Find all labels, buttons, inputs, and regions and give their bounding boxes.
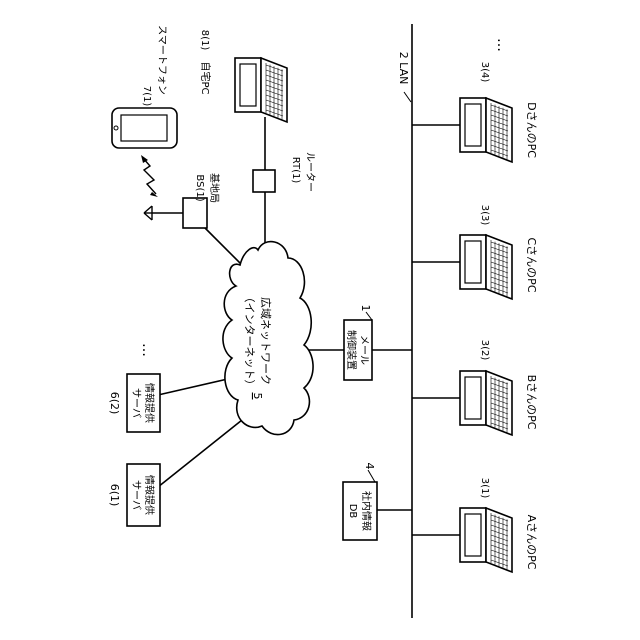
- pc-b-name: BさんのPC: [525, 375, 538, 430]
- pc-a-ref: 3(1): [479, 478, 490, 499]
- home-pc-label: 自宅PC: [199, 61, 212, 94]
- base-station: BS(1) 基地局: [144, 173, 221, 228]
- pc-ellipsis: …: [494, 38, 510, 52]
- lan-label: 2 LAN: [397, 52, 410, 85]
- pc-d-ref: 3(4): [479, 62, 490, 83]
- internal-db-line2: DB: [347, 504, 358, 519]
- pc-d-laptop-icon: [460, 98, 512, 162]
- home-pc-laptop-icon: [235, 58, 287, 122]
- info-server-1: 情報提供 サーバ 6(1): [108, 464, 160, 526]
- pc-b-ref: 3(2): [479, 340, 490, 361]
- mail-controller: メール 制御装置 1: [344, 305, 372, 381]
- router-ref: RT(1): [290, 157, 301, 184]
- network-label-line2: （インターネット）: [243, 292, 256, 391]
- smartphone-label: スマートフォン: [156, 25, 167, 95]
- info-server-1-line1: 情報提供: [143, 475, 156, 515]
- pc-d-name: DさんのPC: [525, 102, 538, 158]
- internal-db-ref: 4: [363, 463, 376, 470]
- pc-a-name: AさんのPC: [525, 515, 538, 570]
- pc-c-ref: 3(3): [479, 205, 490, 226]
- network-server1-link: [158, 420, 242, 487]
- mail-controller-line2: 制御装置: [345, 330, 358, 370]
- pc-c-laptop-icon: [460, 235, 512, 299]
- network-server2-link: [158, 378, 232, 395]
- wireless-link-icon: [143, 158, 156, 194]
- info-server-2-line2: サーバ: [130, 388, 142, 418]
- info-server-2: 情報提供 サーバ 6(2): [108, 374, 160, 432]
- home-pc: 8(1) 自宅PC: [199, 30, 212, 95]
- network-ref: 5: [251, 393, 264, 400]
- smartphone-ref: 7(1): [141, 86, 152, 107]
- pc-c-name: CさんのPC: [525, 238, 538, 293]
- info-server-2-line1: 情報提供: [143, 383, 156, 423]
- mail-controller-ref: 1: [359, 305, 372, 312]
- pc-a-laptop-icon: [460, 508, 512, 572]
- network-label-line1: 広域ネットワーク: [259, 297, 272, 385]
- info-server-ellipsis: …: [139, 343, 155, 357]
- base-station-label: 基地局: [208, 173, 221, 203]
- network-bs-link: [205, 228, 244, 267]
- info-server-1-line2: サーバ: [130, 480, 142, 510]
- smartphone-icon: [112, 108, 177, 148]
- info-server-2-ref: 6(2): [108, 392, 121, 415]
- mail-controller-line1: メール: [358, 335, 369, 365]
- info-server-1-ref: 6(1): [108, 484, 121, 507]
- antenna-icon: [144, 206, 152, 220]
- internal-db: 社内情報 DB 4: [343, 463, 377, 541]
- router-label: ルーター: [304, 152, 316, 192]
- internal-db-line1: 社内情報: [360, 491, 373, 531]
- home-pc-ref: 8(1): [199, 30, 210, 51]
- base-station-ref: BS(1): [194, 174, 205, 201]
- pc-b-laptop-icon: [460, 371, 512, 435]
- router: RT(1) ルーター: [253, 152, 316, 192]
